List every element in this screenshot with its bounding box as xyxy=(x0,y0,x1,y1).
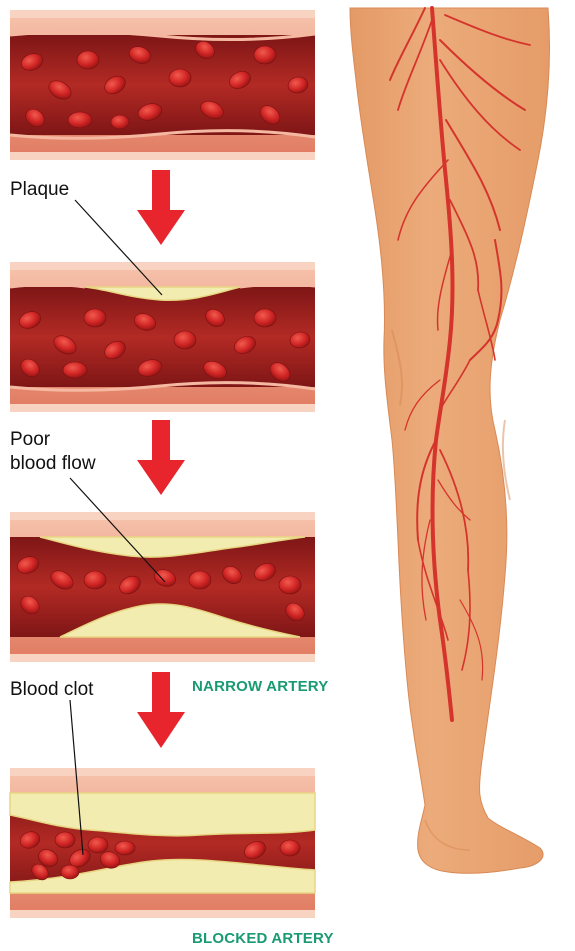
down-arrow-icon xyxy=(137,420,185,495)
artery-narrow xyxy=(10,512,315,662)
down-arrow-icon xyxy=(137,672,185,748)
leg-illustration xyxy=(350,8,550,873)
plaque-label: Plaque xyxy=(10,178,69,201)
artery-blocked xyxy=(10,768,315,918)
blocked-artery-caption: BLOCKED ARTERY xyxy=(192,930,334,947)
poor-flow-label-line1: Poor xyxy=(10,428,50,451)
blood-clot-label: Blood clot xyxy=(10,678,93,701)
down-arrow-icon xyxy=(137,170,185,245)
narrow-artery-caption: NARROW ARTERY xyxy=(192,678,328,695)
artery-normal xyxy=(10,10,315,160)
poor-flow-label-line2: blood flow xyxy=(10,452,96,475)
artery-plaque xyxy=(10,262,315,412)
